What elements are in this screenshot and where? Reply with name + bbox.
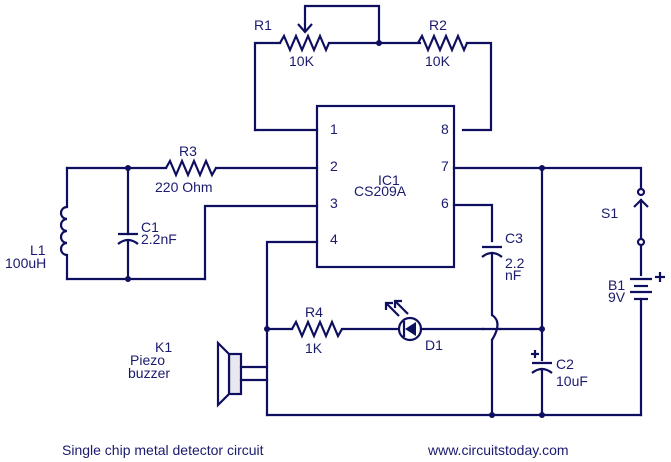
k1-ref-label: K1 [155, 339, 172, 355]
r4-value-label: 1K [305, 340, 323, 356]
ic1-part-label: CS209A [354, 183, 407, 199]
l1-ref-label: L1 [30, 242, 46, 258]
c2-value-label: 10uF [556, 373, 588, 389]
r3-ref-label: R3 [179, 143, 197, 159]
light-arrow-icon [385, 302, 400, 317]
r3-value-label: 220 Ohm [155, 179, 213, 195]
ic1-pin2-label: 2 [330, 158, 338, 174]
k1-line2-label: buzzer [128, 365, 170, 381]
s1-ref-label: S1 [601, 205, 618, 221]
r1-potentiometer [253, 4, 422, 132]
c1-value-label: 2.2nF [141, 231, 177, 247]
d1-ref-label: D1 [425, 337, 443, 353]
b1-value-label: 9V [608, 289, 626, 305]
r2-resistor [417, 33, 493, 132]
ic1-pin3-label: 3 [330, 195, 338, 211]
pin4-wire [265, 240, 319, 417]
b1-ref-label: B1 [608, 277, 625, 293]
junction-dot [125, 165, 131, 171]
l1-value-label: 100uH [5, 255, 46, 271]
diagram-title: Single chip metal detector circuit [62, 442, 264, 458]
c1-ref-label: C1 [141, 219, 159, 235]
ic1-ref-label: IC1 [378, 172, 400, 188]
ic1-pin7-label: 7 [441, 158, 449, 174]
light-arrow-icon [394, 300, 409, 315]
ic1-pin6-label: 6 [441, 195, 449, 211]
c2-electrolytic-capacitor [531, 350, 553, 417]
l1-inductor [59, 166, 69, 281]
c3-value-line2: nF [505, 267, 521, 283]
r1-ref-label: R1 [254, 17, 272, 33]
r4-resistor [291, 319, 343, 339]
c3-value-line1: 2.2 [505, 255, 525, 271]
c1-capacitor [117, 166, 139, 281]
ic1-pin8-label: 8 [441, 121, 449, 137]
ic1-body [315, 104, 456, 269]
c2-ref-label: C2 [556, 356, 574, 372]
c3-capacitor [481, 245, 503, 417]
ic1-pin4-label: 4 [330, 231, 338, 247]
s1-switch[interactable] [633, 187, 649, 277]
k1-line1-label: Piezo [130, 352, 165, 368]
b1-battery [630, 272, 665, 417]
r1-value-label: 10K [289, 53, 315, 69]
r2-value-label: 10K [425, 53, 451, 69]
r3-resistor [165, 158, 217, 178]
c3-ref-label: C3 [505, 230, 523, 246]
website-link[interactable]: www.circuitstoday.com [427, 442, 569, 458]
k1-piezo-buzzer-icon [216, 340, 269, 408]
pin3-wire [203, 204, 319, 281]
r2-ref-label: R2 [429, 17, 447, 33]
junction-dot [376, 40, 382, 46]
junction-dot [539, 412, 545, 418]
r4-ref-label: R4 [305, 304, 323, 320]
junction-dot [125, 276, 131, 282]
d1-led [384, 299, 423, 342]
ic1-pin1-label: 1 [330, 121, 338, 137]
junction-dot [489, 412, 495, 418]
vcc-rail-wire [452, 166, 643, 190]
pin6-wire [452, 203, 494, 243]
